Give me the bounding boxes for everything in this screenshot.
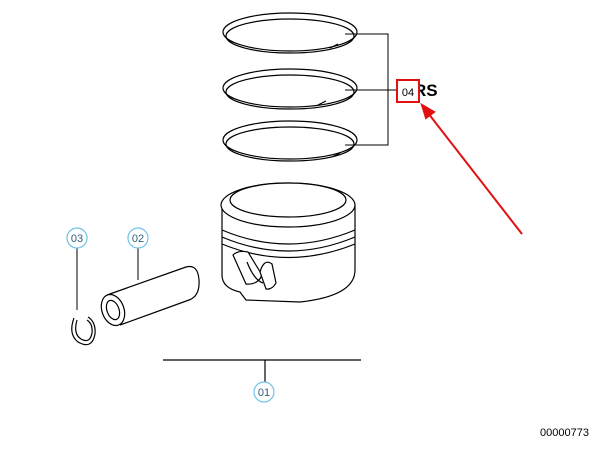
assembly-bar xyxy=(163,359,361,383)
piston-ring-top xyxy=(222,12,358,54)
callout-03-label: 03 xyxy=(71,233,83,245)
callout-01-label: 01 xyxy=(258,387,270,399)
callout-02-label: 02 xyxy=(132,233,144,245)
diagram-number: 00000773 xyxy=(540,427,589,439)
callout-02[interactable]: 02 xyxy=(127,227,149,249)
callout-01[interactable]: 01 xyxy=(253,381,275,403)
leader-lines xyxy=(76,247,139,310)
callout-04[interactable]: RS 04 xyxy=(396,79,438,103)
callout-04-label: 04 xyxy=(402,87,414,99)
callout-03[interactable]: 03 xyxy=(66,227,88,249)
piston-ring-middle xyxy=(222,68,358,110)
piston-ring-bottom xyxy=(222,120,358,162)
piston xyxy=(220,182,356,303)
highlight-arrow xyxy=(420,102,523,235)
piston-pin xyxy=(100,265,200,327)
circlip xyxy=(71,316,96,346)
rings-bracket xyxy=(345,33,396,146)
